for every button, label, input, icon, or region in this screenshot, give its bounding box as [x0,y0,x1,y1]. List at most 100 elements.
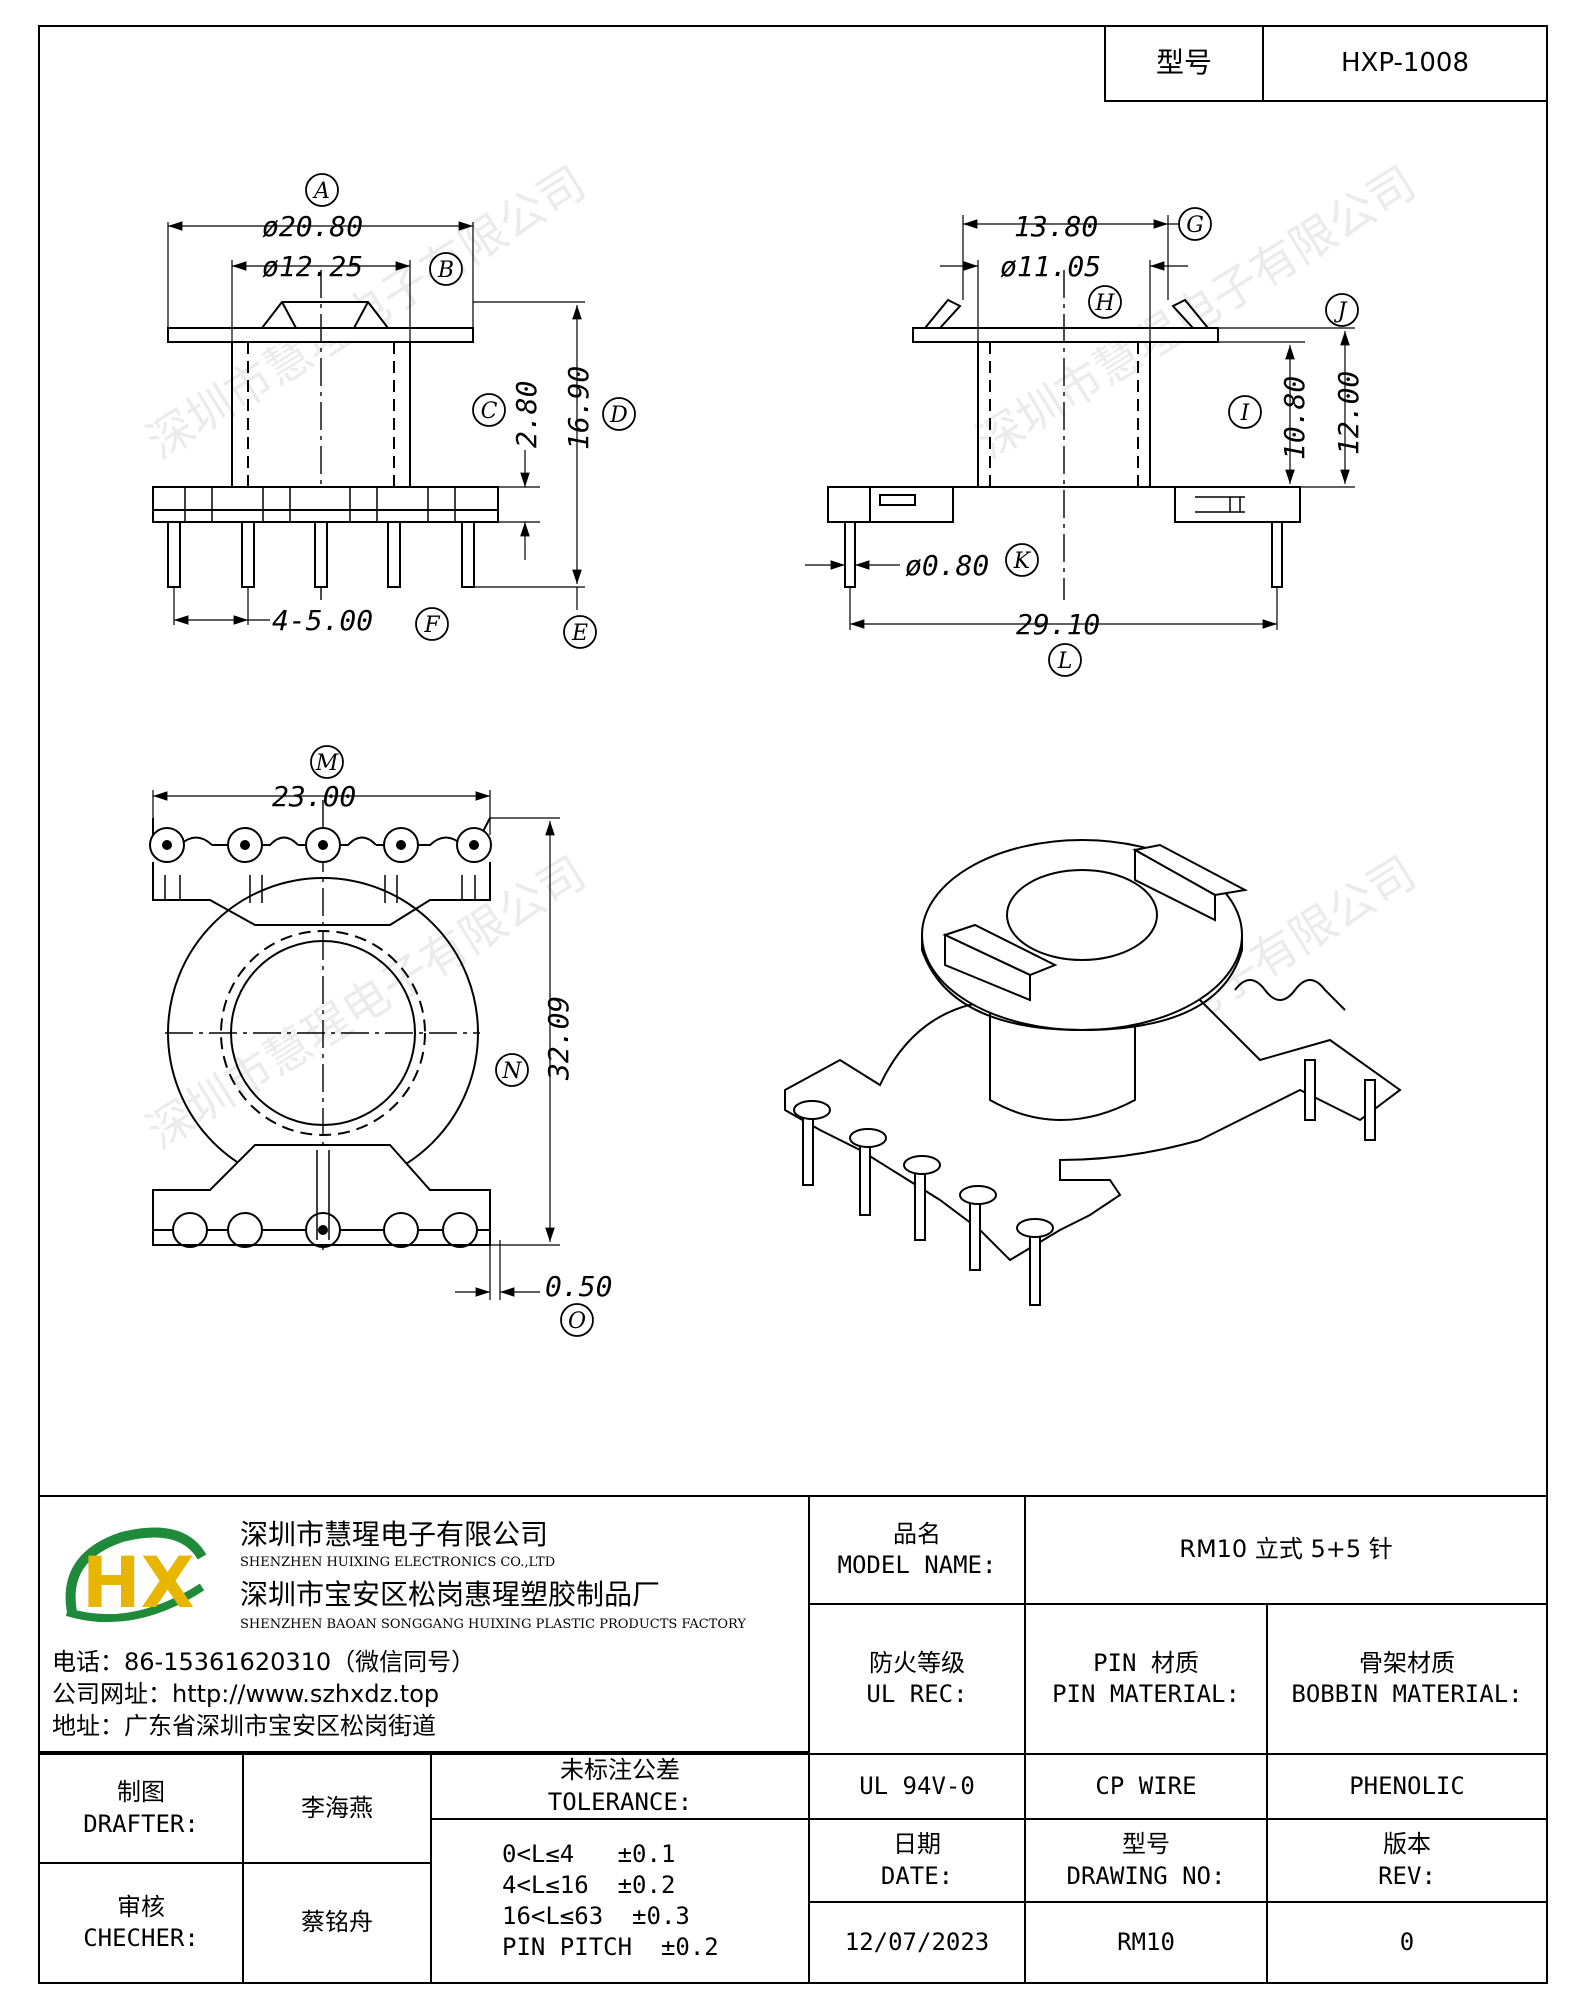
svg-text:ø20.80: ø20.80 [262,210,363,243]
technical-drawing: 深圳市慧瑆电子有限公司 深圳市慧瑆电子有限公司 深圳市慧瑆电子有限公司 深圳市慧… [137,155,1425,1337]
bobbin-material-cn: 骨架材质 [1359,1648,1455,1677]
ul-value: UL 94V-0 [859,1771,975,1800]
front-view-dims: ø20.80 ø12.25 2.80 16.90 4-5.00 [262,210,595,637]
svg-text:12.00: 12.00 [1332,371,1365,455]
svg-text:13.80: 13.80 [1014,210,1098,243]
svg-text:L: L [1057,649,1073,674]
svg-text:23.00: 23.00 [272,780,356,813]
date-en: DATE: [880,1861,954,1890]
svg-text:K: K [1013,549,1032,574]
drafter-name-cell: 李海燕 [242,1753,432,1864]
svg-text:10.80: 10.80 [1278,376,1311,460]
checker-label-cell: 审核 CHECHER: [38,1862,244,1984]
rev-cn: 版本 [1383,1830,1431,1859]
rev-value: 0 [1399,1927,1415,1956]
tolerance-line-3: 16<L≤63 ±0.3 [502,1902,690,1930]
pin-material-value: CP WIRE [1095,1771,1197,1800]
model-name-value: RM10 立式 5+5 针 [1179,1535,1393,1564]
side-view-dims: 13.80 ø11.05 10.80 12.00 ø0.80 29.10 [905,210,1365,641]
drawing-no-cn: 型号 [1122,1830,1170,1859]
pin-material-value-cell: CP WIRE [1024,1753,1268,1820]
front-view [152,221,585,625]
svg-text:D: D [609,403,628,428]
drafter-name: 李海燕 [301,1793,373,1822]
svg-text:16.90: 16.90 [562,366,595,450]
bobbin-material-value: PHENOLIC [1349,1771,1465,1800]
svg-text:32.09: 32.09 [542,996,575,1081]
svg-text:I: I [1240,401,1251,426]
svg-text:2.80: 2.80 [510,381,543,448]
model-name-value-cell: RM10 立式 5+5 针 [1024,1495,1548,1605]
tolerance-line-1: 0<L≤4 ±0.1 [502,1839,676,1868]
svg-text:4-5.00: 4-5.00 [272,604,373,637]
tolerance-values-cell: 0<L≤4 ±0.1 4<L≤16 ±0.2 16<L≤63 ±0.3 PIN … [430,1818,810,1984]
rev-en: REV: [1378,1861,1436,1890]
pin-material-en: PIN MATERIAL: [1052,1680,1240,1708]
tolerance-label-cell: 未标注公差 TOLERANCE: [430,1753,810,1820]
factory-name-cn: 深圳市宝安区松岗惠瑆塑胶制品厂 [240,1578,661,1611]
bottom-view [149,790,560,1300]
checker-cn: 审核 [117,1892,165,1921]
bobbin-material-value-cell: PHENOLIC [1266,1753,1548,1820]
company-block: HX 深圳市慧瑆电子有限公司 SHENZHEN HUIXING ELECTRON… [38,1495,810,1753]
svg-text:E: E [571,621,588,646]
svg-text:ø12.25: ø12.25 [262,250,363,283]
svg-text:J: J [1334,299,1348,324]
svg-text:HX: HX [82,1542,195,1624]
rev-value-cell: 0 [1266,1901,1548,1984]
checker-name: 蔡铭舟 [301,1908,373,1937]
isometric-view [784,839,1402,1306]
svg-text:N: N [501,1059,522,1084]
model-name-en: MODEL NAME: [837,1551,997,1579]
svg-text:ø11.05: ø11.05 [1000,250,1101,283]
company-name-cn: 深圳市慧瑆电子有限公司 [240,1518,549,1551]
company-address: 地址：广东省深圳市宝安区松岗街道 [52,1712,436,1740]
svg-text:F: F [423,613,440,638]
pin-material-cn: PIN 材质 [1093,1648,1199,1677]
drawing-no-value-cell: RM10 [1024,1901,1268,1984]
drafter-label-cell: 制图 DRAFTER: [38,1753,244,1864]
model-name-cn: 品名 [893,1519,941,1548]
dimension-labels [305,173,1359,1337]
tolerance-cn: 未标注公差 [560,1756,680,1785]
date-value-cell: 12/07/2023 [808,1901,1026,1984]
svg-text:29.10: 29.10 [1016,608,1100,641]
svg-text:深圳市慧瑆电子有限公司: 深圳市慧瑆电子有限公司 [137,845,595,1159]
svg-text:O: O [568,1309,586,1334]
company-logo: HX [65,1527,207,1624]
drawing-no-label-cell: 型号 DRAWING NO: [1024,1818,1268,1903]
model-name-label-cell: 品名 MODEL NAME: [808,1495,1026,1605]
svg-text:ø0.80: ø0.80 [905,549,989,582]
drafter-en: DRAFTER: [83,1809,199,1838]
header-model-value: HXP-1008 [1340,47,1470,78]
svg-text:G: G [1186,213,1204,238]
bobbin-material-label-cell: 骨架材质 BOBBIN MATERIAL: [1266,1603,1548,1755]
ul-label-cell: 防火等级 UL REC: [808,1603,1026,1755]
date-cn: 日期 [893,1830,941,1859]
company-website: 公司网址：http://www.szhxdz.top [52,1680,440,1708]
date-value: 12/07/2023 [844,1927,990,1956]
bottom-view-dims: 23.00 32.09 0.50 [272,780,612,1303]
bobbin-material-en: BOBBIN MATERIAL: [1291,1680,1523,1708]
svg-text:B: B [437,258,454,283]
drawing-no-value: RM10 [1117,1927,1175,1956]
factory-name-en: SHENZHEN BAOAN SONGGANG HUIXING PLASTIC … [240,1617,746,1632]
pin-material-label-cell: PIN 材质 PIN MATERIAL: [1024,1603,1268,1755]
svg-text:A: A [312,179,330,204]
svg-text:M: M [315,751,339,776]
date-label-cell: 日期 DATE: [808,1818,1026,1903]
side-view [805,215,1355,630]
checker-en: CHECHER: [83,1924,199,1952]
header-model-value-cell: HXP-1008 [1262,25,1548,102]
tolerance-line-4: PIN PITCH ±0.2 [502,1933,719,1962]
svg-text:H: H [1094,291,1115,316]
svg-text:C: C [481,399,498,424]
company-name-en: SHENZHEN HUIXING ELECTRONICS CO.,LTD [240,1555,556,1570]
rev-label-cell: 版本 REV: [1266,1818,1548,1903]
header-model-label: 型号 [1155,46,1212,80]
drawing-no-en: DRAWING NO: [1066,1861,1226,1890]
tolerance-en: TOLERANCE: [547,1787,693,1816]
drafter-cn: 制图 [117,1778,165,1807]
tolerance-line-2: 4<L≤16 ±0.2 [502,1870,676,1899]
company-phone: 电话：86-15361620310（微信同号） [52,1648,476,1676]
